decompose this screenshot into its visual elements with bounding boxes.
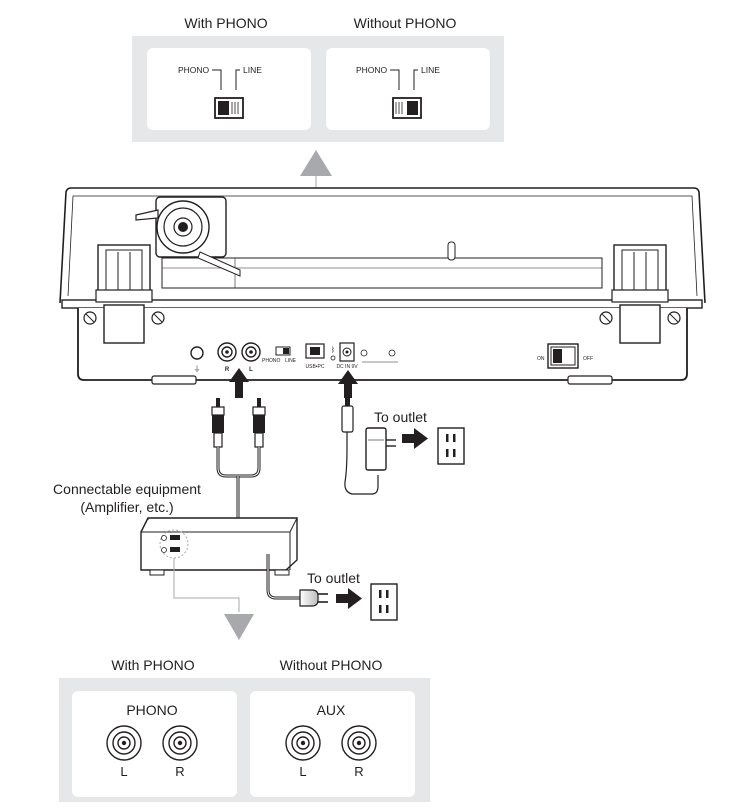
phono-jack-l — [106, 725, 142, 761]
svg-text:⏚: ⏚ — [194, 365, 201, 373]
switch-without-phono: PHONO LINE — [356, 65, 440, 119]
usb-label: USB•PC — [306, 364, 325, 370]
rear-switch-phono-label: PHONO — [262, 358, 280, 364]
phono-input-card — [72, 691, 237, 797]
bottom-pointer-triangle — [224, 614, 254, 640]
amplifier — [140, 517, 298, 576]
turntable: ⏚ R L PHONO LINE USB•PC ᛒ DC IN 9V ON — [59, 187, 706, 385]
equipment-label-line1: Connectable equipment — [53, 481, 201, 497]
rear-switch-line-label: LINE — [285, 358, 297, 364]
power-off-label: OFF — [583, 356, 593, 362]
equipment-label-line2: (Amplifier, etc.) — [80, 499, 173, 515]
dc-in-label: DC IN 9V — [336, 364, 358, 370]
aux-r-label: R — [354, 764, 363, 779]
top-without-phono-title: Without PHONO — [354, 15, 457, 31]
dc-insert-arrow — [338, 370, 358, 398]
without-phono-card — [326, 48, 490, 130]
wall-outlet-2 — [370, 583, 398, 621]
with-phono-card — [147, 48, 311, 130]
switch-line-label: LINE — [243, 65, 262, 75]
phono-input-label: PHONO — [126, 702, 177, 718]
rca-insert-arrow — [229, 368, 249, 398]
top-with-phono-title: With PHONO — [184, 15, 267, 31]
jack-l-label: L — [249, 367, 253, 373]
aux-jack-r — [341, 725, 377, 761]
bottom-without-phono-title: Without PHONO — [280, 657, 383, 673]
input-leader-line — [173, 558, 240, 612]
phono-l-label: L — [120, 764, 127, 779]
to-outlet-label-1: To outlet — [374, 409, 427, 425]
phono-r-label: R — [175, 764, 184, 779]
switch-phono-label: PHONO — [178, 65, 210, 75]
phono-jack-r — [162, 725, 198, 761]
switch-phono-label-2: PHONO — [356, 65, 388, 75]
wall-outlet-1 — [437, 427, 465, 465]
aux-l-label: L — [299, 764, 306, 779]
to-outlet-label-2: To outlet — [307, 570, 360, 586]
top-pointer-triangle — [300, 150, 332, 176]
switch-line-label-2: LINE — [421, 65, 440, 75]
amp-power-cable — [266, 554, 398, 621]
bottom-with-phono-title: With PHONO — [111, 657, 194, 673]
switch-with-phono: PHONO LINE — [178, 65, 262, 119]
jack-r-label: R — [225, 367, 230, 373]
aux-input-label: AUX — [317, 702, 346, 718]
svg-text:ᛒ: ᛒ — [331, 346, 335, 354]
ground-terminal — [190, 346, 204, 360]
aux-input-card — [250, 691, 415, 797]
power-on-label: ON — [537, 356, 545, 362]
ac-adapter — [341, 398, 465, 495]
aux-jack-l — [285, 725, 321, 761]
